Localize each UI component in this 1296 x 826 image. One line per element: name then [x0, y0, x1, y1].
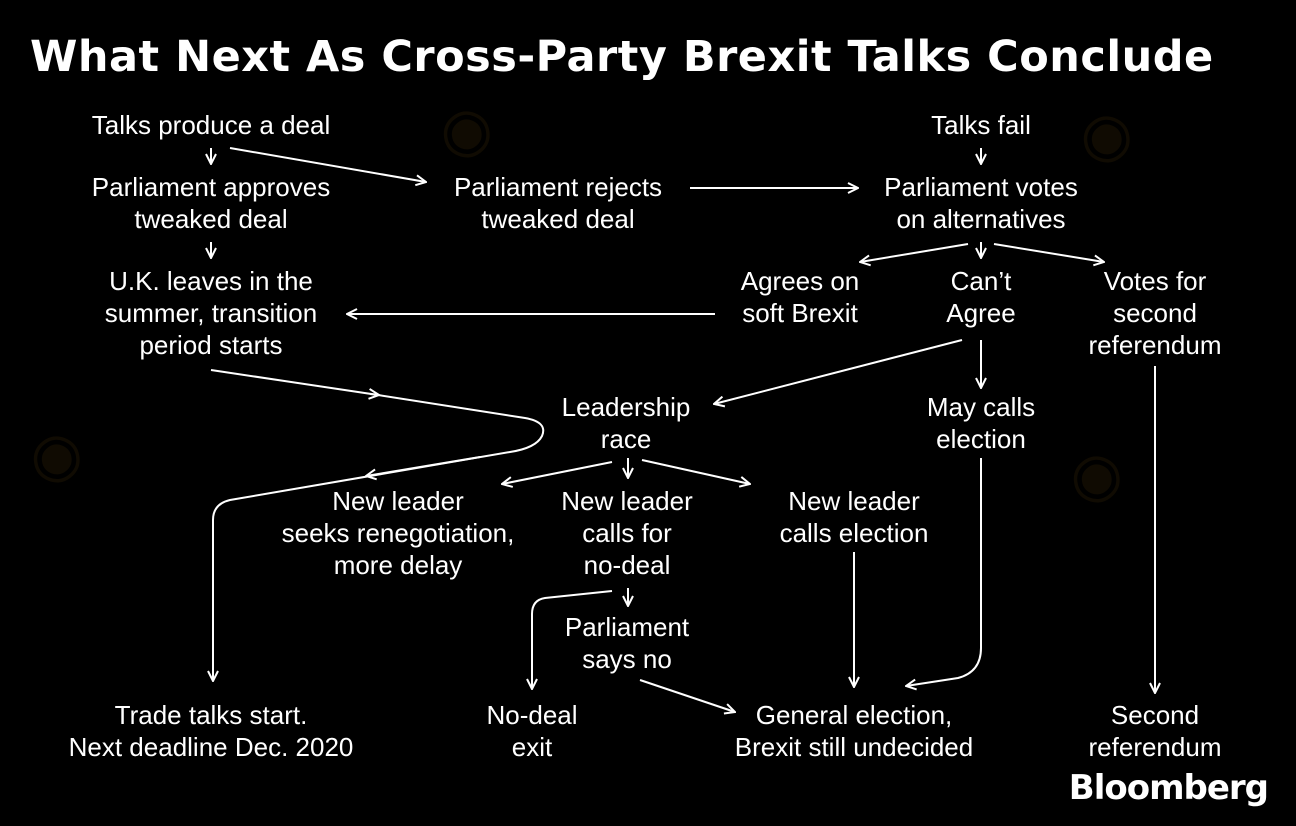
node-parliament-approves: Parliament approves tweaked deal [91, 172, 331, 234]
node-second-referendum: Second referendum [1088, 700, 1222, 762]
diagram-title: What Next As Cross-Party Brexit Talks Co… [30, 32, 1214, 82]
node-parliament-says-no: Parliament says no [564, 612, 690, 674]
arrow-deal-to-rejects [229, 147, 426, 182]
bloomberg-logo: Bloomberg [1068, 768, 1269, 808]
arrow-says-no-to-general [639, 679, 735, 712]
node-new-leader-election: New leader calls election [779, 486, 929, 548]
arrow-leaves-to-race [210, 369, 379, 396]
node-trade-talks: Trade talks start. Next deadline Dec. 20… [68, 700, 354, 762]
node-general-election: General election, Brexit still undecided [734, 700, 974, 762]
node-votes-second-referendum: Votes for second referendum [1088, 266, 1222, 360]
arrow-votes-to-soft [860, 243, 969, 262]
arrow-votes-to-referendum [993, 243, 1104, 262]
node-new-leader-renegotiation: New leader seeks renegotiation, more del… [281, 486, 515, 580]
node-leadership-race: Leadership race [561, 392, 691, 454]
node-parliament-rejects: Parliament rejects tweaked deal [453, 172, 663, 234]
arrow-may-to-general [906, 458, 982, 686]
node-cant-agree: Can’t Agree [946, 266, 1016, 328]
node-talks-fail: Talks fail [931, 110, 1031, 140]
node-new-leader-no-deal: New leader calls for no-deal [561, 486, 693, 580]
node-agrees-soft-brexit: Agrees on soft Brexit [740, 266, 860, 328]
arrow-nodeal-leader-to-exit [532, 590, 613, 689]
node-uk-leaves: U.K. leaves in the summer, transition pe… [104, 266, 318, 360]
node-parliament-votes: Parliament votes on alternatives [884, 172, 1078, 234]
node-talks-produce-deal: Talks produce a deal [91, 110, 331, 140]
node-no-deal-exit: No-deal exit [486, 700, 578, 762]
arrow-leaves-to-race-head [370, 394, 379, 395]
arrow-race-to-renegotiation [502, 461, 613, 484]
arrow-renegotiation-spur [366, 456, 481, 476]
node-may-calls-election: May calls election [926, 392, 1036, 454]
arrow-cantagree-to-race [714, 339, 963, 404]
arrow-leaves-to-trade [213, 394, 545, 681]
arrow-race-to-election-leader [641, 459, 750, 484]
